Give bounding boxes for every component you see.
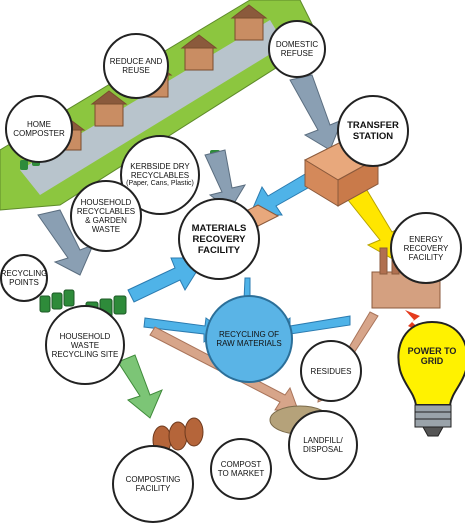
blue-arrows <box>127 169 351 343</box>
light-bulb <box>397 320 465 437</box>
node-recycling-points: RECYCLING POINTS <box>0 254 48 302</box>
node-compost-to-market: COMPOST TO MARKET <box>210 438 272 500</box>
green-arrow <box>117 354 163 419</box>
node-label: HOME COMPOSTER <box>13 120 65 138</box>
node-recycling-of-raw-materials: RECYCLING OF RAW MATERIALS <box>205 295 293 383</box>
node-label: RESIDUES <box>310 366 352 376</box>
node-label: COMPOSTING FACILITY <box>125 475 181 493</box>
node-energy-recovery-facility: ENERGY RECOVERY FACILITY <box>390 212 462 284</box>
node-label: REDUCE AND REUSE <box>109 57 163 75</box>
node-label: TRANSFER STATION <box>347 120 399 142</box>
grey-arrows <box>37 74 343 276</box>
node-label: KERBSIDE DRY RECYCLABLES <box>130 162 190 180</box>
node-label: RECYCLING POINTS <box>0 269 48 287</box>
node-label: ENERGY RECOVERY FACILITY <box>403 234 449 262</box>
node-label: MATERIALS RECOVERY FACILITY <box>191 222 247 256</box>
node-landfill-disposal: LANDFILL/ DISPOSAL <box>288 410 358 480</box>
node-residues: RESIDUES <box>300 340 362 402</box>
node-domestic-refuse: DOMESTIC REFUSE <box>268 20 326 78</box>
node-label: HOUSEHOLD WASTE RECYCLING SITE <box>51 331 119 359</box>
node-transfer-station: TRANSFER STATION <box>337 95 409 167</box>
node-label: HOUSEHOLD RECYCLABLES & GARDEN WASTE <box>76 198 136 234</box>
node-label: LANDFILL/ DISPOSAL <box>302 436 343 454</box>
node-label: RECYCLING OF RAW MATERIALS <box>216 330 282 348</box>
node-materials-recovery-facility: MATERIALS RECOVERY FACILITY <box>178 198 260 280</box>
node-kerbside-dry-recyclables: KERBSIDE DRY RECYCLABLES (Paper, Cans, P… <box>120 135 200 215</box>
node-power-to-grid: POWER TO GRID <box>407 346 457 366</box>
node-sublabel: (Paper, Cans, Plastic) <box>126 180 194 187</box>
node-label: DOMESTIC REFUSE <box>275 40 319 58</box>
node-home-composter: HOME COMPOSTER <box>5 95 73 163</box>
node-label: COMPOST TO MARKET <box>217 460 265 478</box>
node-household-recyclables: HOUSEHOLD RECYCLABLES & GARDEN WASTE <box>70 180 142 252</box>
node-composting-facility: COMPOSTING FACILITY <box>112 445 194 523</box>
node-reduce-and-reuse: REDUCE AND REUSE <box>103 33 169 99</box>
composting-silos <box>152 417 204 455</box>
node-household-waste-recycling-site: HOUSEHOLD WASTE RECYCLING SITE <box>45 305 125 385</box>
